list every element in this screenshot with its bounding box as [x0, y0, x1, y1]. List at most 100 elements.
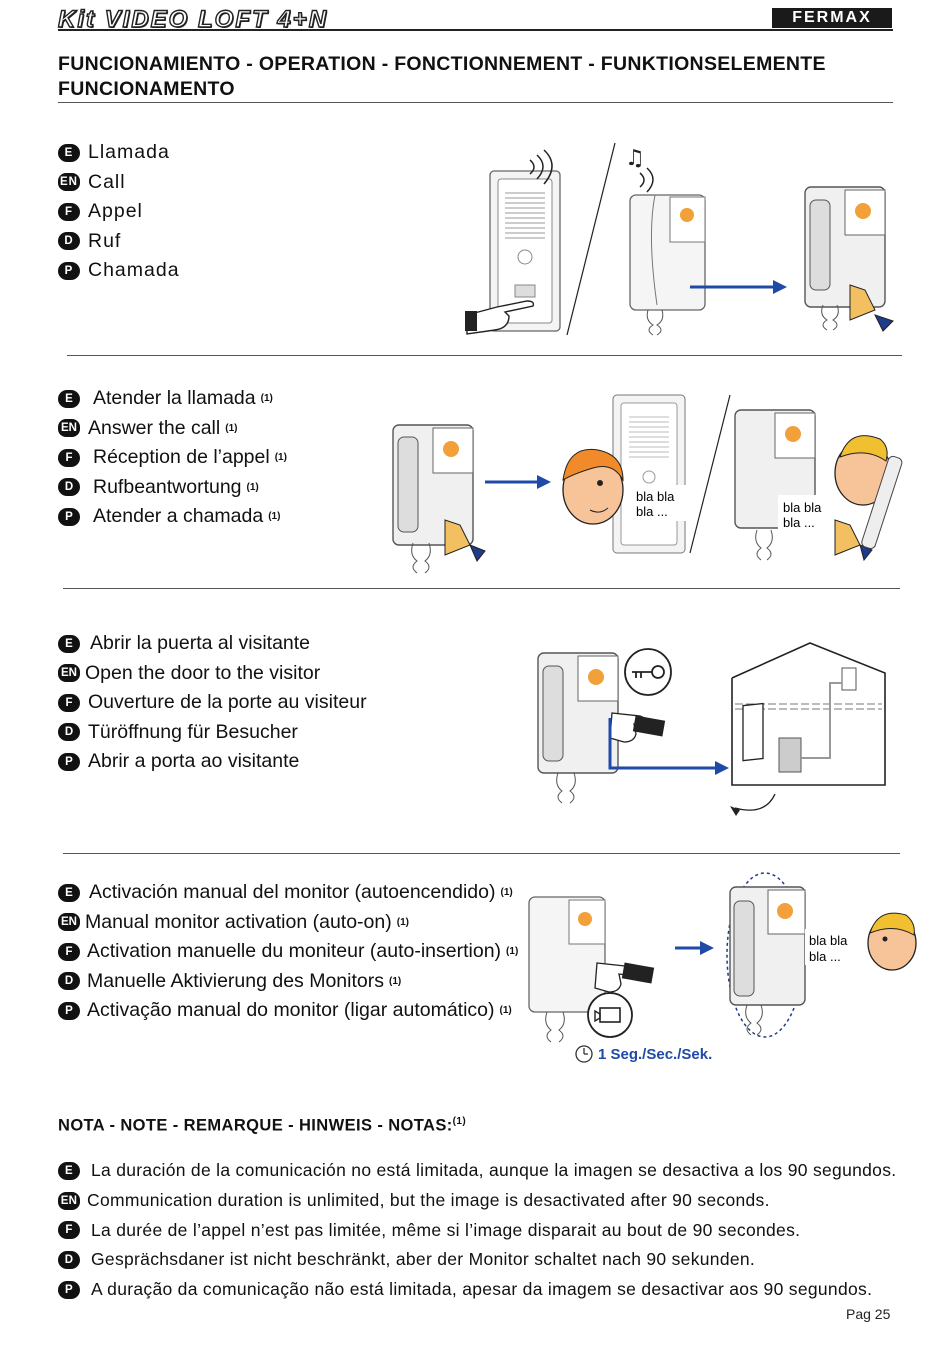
timer-label: 1 Seg./Sec./Sek.: [598, 1046, 712, 1063]
lang-badge: EN: [58, 419, 80, 438]
list-item: EN Open the door to the visitor: [58, 659, 367, 689]
house-icon: [730, 642, 886, 816]
lang-badge: EN: [58, 664, 80, 683]
monitor-with-handset-icon: [726, 872, 806, 1038]
lang-badge: D: [58, 232, 80, 251]
call-illustration: ♫: [465, 142, 894, 336]
lang-badge: E: [58, 1161, 80, 1180]
footnote-marker: (1): [274, 452, 287, 464]
lang-badge: E: [58, 143, 80, 162]
pointing-hand-icon: [594, 962, 655, 993]
lang-badge: F: [58, 1221, 80, 1240]
list-item: F Activation manuelle du moniteur (auto-i…: [58, 937, 518, 967]
speech-text-line1: bla bla: [636, 489, 675, 504]
arrow-icon: [675, 941, 714, 955]
list-item-text: Open the door to the visitor: [85, 661, 321, 684]
door-list: E Abrir la puerta al visitante EN Open the…: [58, 629, 367, 777]
section-rule-1: [67, 355, 902, 356]
answer-illustration: bla bla bla ... bla bla bla ...: [392, 394, 903, 574]
list-item: P Abrir a porta ao visitante: [58, 747, 367, 777]
nota-title-text: NOTA - NOTE - REMARQUE - HINWEIS - NOTAS…: [58, 1116, 453, 1135]
section-title-rule: [58, 102, 893, 103]
footnote-marker: (1): [500, 887, 513, 899]
list-item-text: Atender a chamada: [93, 505, 264, 528]
monitor-with-handset-icon: [392, 424, 486, 574]
speech-text-line1: bla bla: [783, 500, 822, 515]
lang-badge: F: [58, 942, 80, 961]
list-item-text: Ouverture de la porte au visiteur: [88, 691, 367, 714]
key-icon: [624, 648, 672, 696]
lang-badge: F: [58, 448, 80, 467]
section-title: FUNCIONAMIENTO - OPERATION - FONCTIONNEM…: [58, 53, 826, 100]
arrow-icon: [608, 718, 729, 775]
divider-slash: [566, 142, 616, 336]
header-rule: [58, 29, 893, 31]
speech-bubble: bla bla bla ...: [805, 929, 861, 965]
list-item-text: Activación manual del monitor (autoencen…: [89, 881, 496, 904]
footnote-marker: (1): [389, 975, 402, 987]
section-rule-2: [63, 588, 900, 589]
footnote-marker: (1): [268, 511, 281, 523]
list-item-text: Rufbeantwortung: [93, 475, 242, 498]
footnote-marker: (1): [506, 946, 519, 958]
list-item: D Rufbeantwortung (1): [58, 473, 287, 503]
lang-badge: D: [58, 478, 80, 497]
list-item-text: Réception de l’appel: [93, 446, 270, 469]
clock-icon: [575, 1045, 593, 1063]
lang-badge: D: [58, 723, 80, 742]
list-item: D Manuelle Aktivierung des Monitors (1): [58, 967, 518, 997]
footnote-marker: (1): [246, 481, 259, 493]
arrow-icon: [485, 475, 551, 489]
manual-illustration: bla bla bla ... 1 Seg./Sec./Sek.: [528, 872, 917, 1063]
list-item-text: Gesprächsdaner ist nicht beschränkt, abe…: [91, 1249, 756, 1270]
visitor-face-icon: [562, 448, 624, 525]
speech-text-line1: bla bla: [809, 933, 848, 948]
section-rule-3: [63, 853, 900, 854]
lang-badge: P: [58, 1001, 80, 1020]
speech-bubble: bla bla bla ...: [631, 485, 687, 521]
lang-badge: EN: [58, 173, 80, 192]
list-item-text: Manual monitor activation (auto-on): [85, 910, 392, 933]
list-item-text: Abrir la puerta al visitante: [90, 632, 311, 655]
camera-button-icon: [587, 992, 633, 1038]
visitor-face-icon: [867, 912, 917, 971]
footnote-marker: (1): [499, 1005, 512, 1017]
list-item: E Abrir la puerta al visitante: [58, 629, 367, 659]
person-on-phone-icon: [834, 435, 903, 550]
lang-badge: P: [58, 752, 80, 771]
svg-text:♫: ♫: [625, 146, 645, 171]
lang-badge: D: [58, 972, 80, 991]
monitor-icon: ♫: [625, 146, 706, 336]
lang-badge: E: [58, 634, 80, 653]
speech-bubble: bla bla bla ...: [778, 495, 832, 531]
door-illustration: [537, 642, 886, 816]
speech-text-line2: bla ...: [636, 504, 668, 519]
speech-text-line2: bla ...: [809, 949, 841, 964]
pointing-hand-icon: [609, 712, 666, 743]
monitor-icon: [528, 896, 606, 1043]
list-item: EN Communication duration is unlimited, b…: [58, 1186, 896, 1216]
list-item-text: Communication duration is unlimited, but…: [87, 1190, 770, 1211]
list-item-text: A duração da comunicação não está limita…: [91, 1279, 873, 1300]
list-item-text: Manuelle Aktivierung des Monitors: [87, 969, 384, 992]
list-item-text: Abrir a porta ao visitante: [88, 750, 300, 773]
list-item-text: Chamada: [88, 259, 180, 282]
door-panel-icon: [489, 149, 561, 332]
lang-badge: EN: [58, 1191, 80, 1210]
list-item-text: Activation manuelle du moniteur (auto-in…: [87, 940, 502, 963]
document-title: Kit VIDEO LOFT 4+N: [57, 5, 329, 33]
arrow-icon: [690, 280, 787, 294]
footnote-marker: (1): [225, 422, 238, 434]
